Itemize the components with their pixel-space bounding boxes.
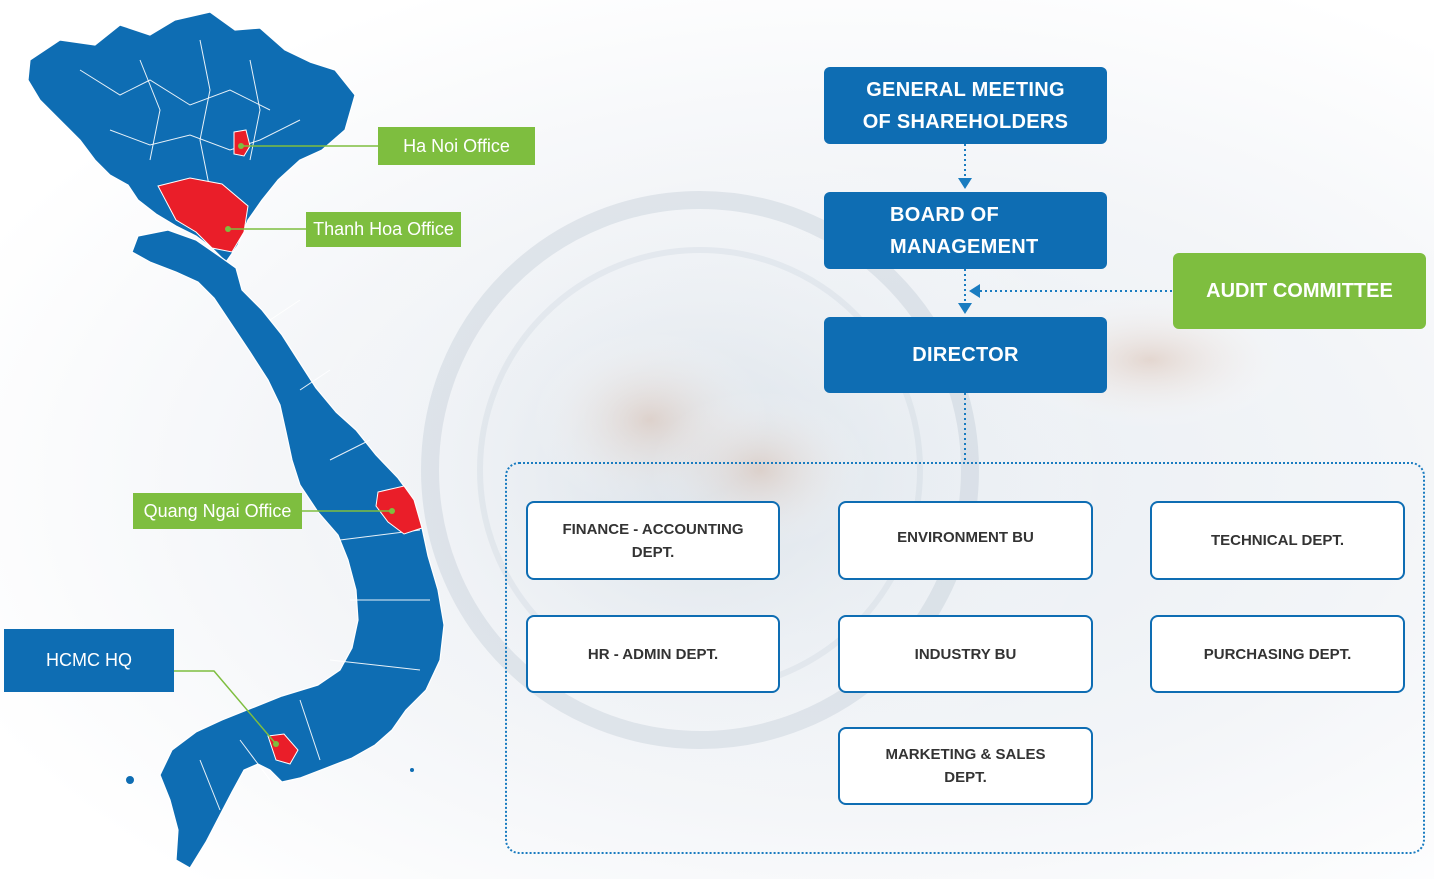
quang-ngai-office-tag: Quang Ngai Office xyxy=(133,493,302,529)
shareholders-box: GENERAL MEETING OF SHAREHOLDERS xyxy=(824,67,1107,144)
dept-marketing-sales: MARKETING & SALES DEPT. xyxy=(838,727,1093,805)
dept-label: INDUSTRY BU xyxy=(914,645,1017,663)
dept-label: PURCHASING DEPT. xyxy=(1203,645,1352,663)
dept-label: FINANCE - ACCOUNTING DEPT. xyxy=(562,520,744,561)
director-box: DIRECTOR xyxy=(824,317,1107,393)
dept-label: TECHNICAL DEPT. xyxy=(1210,532,1345,549)
vietnam-map xyxy=(27,11,445,869)
dept-label: MARKETING & SALES DEPT. xyxy=(885,746,1046,786)
ha-noi-office-tag: Ha Noi Office xyxy=(378,127,535,165)
dept-label: HR - ADMIN DEPT. xyxy=(587,645,719,663)
quangngai-region-highlight xyxy=(375,485,423,535)
dept-industry-bu: INDUSTRY BU xyxy=(838,615,1093,693)
quang-ngai-office-label: Quang Ngai Office xyxy=(143,500,292,521)
hcmc-hq-tag: HCMC HQ xyxy=(4,629,174,692)
audit-committee-label: AUDIT COMMITTEE xyxy=(1206,279,1393,302)
board-label: BOARD OF MANAGEMENT xyxy=(890,203,1039,258)
dept-technical: TECHNICAL DEPT. xyxy=(1150,501,1405,580)
ha-noi-office-label: Ha Noi Office xyxy=(403,135,510,156)
departments-frame xyxy=(505,462,1425,854)
audit-committee-box: AUDIT COMMITTEE xyxy=(1173,253,1426,329)
dept-environment-bu: ENVIRONMENT BU xyxy=(838,501,1093,580)
thanh-hoa-office-label: Thanh Hoa Office xyxy=(313,219,454,239)
dept-finance-accounting: FINANCE - ACCOUNTING DEPT. xyxy=(526,501,780,580)
dept-hr-admin: HR - ADMIN DEPT. xyxy=(526,615,780,693)
director-label: DIRECTOR xyxy=(912,344,1019,366)
vietnam-map-outline xyxy=(27,11,445,869)
board-box: BOARD OF MANAGEMENT xyxy=(824,192,1107,269)
hcmc-hq-label: HCMC HQ xyxy=(46,650,132,670)
thanhhoa-region-highlight xyxy=(157,177,249,253)
dept-purchasing: PURCHASING DEPT. xyxy=(1150,615,1405,693)
thanh-hoa-office-tag: Thanh Hoa Office xyxy=(306,212,461,247)
dept-label: ENVIRONMENT BU xyxy=(897,529,1034,546)
shareholders-label: GENERAL MEETING OF SHAREHOLDERS xyxy=(862,78,1069,133)
